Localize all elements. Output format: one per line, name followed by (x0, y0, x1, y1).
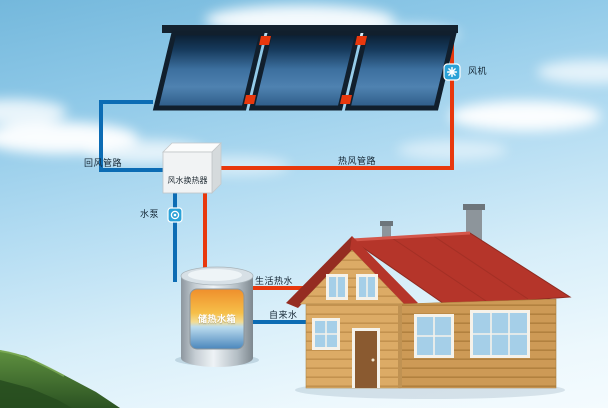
water-pump-label: 水泵 (140, 209, 160, 219)
return-air-pipe (99, 100, 168, 172)
roof-seam (391, 237, 487, 302)
pump-icon (167, 207, 183, 223)
return-air-pipe-label: 回风管路 (84, 158, 123, 168)
storage-tank-label: 储热水箱 (197, 314, 236, 324)
roof-ridge (351, 231, 471, 242)
mountain-foreground (0, 380, 72, 408)
storage-tank (175, 266, 259, 367)
tap-water-label: 自来水 (269, 310, 298, 320)
tank-bottom (181, 349, 253, 367)
solar-panel (152, 30, 266, 111)
solar-panel (344, 30, 458, 111)
chimney-cap (463, 204, 485, 210)
gable-window (326, 274, 348, 300)
front-window (312, 318, 340, 350)
tank-top-highlight (188, 269, 242, 281)
heat-exchanger-label: 风水换热器 (167, 176, 208, 185)
roof-vent (382, 224, 391, 242)
chimney (466, 208, 482, 240)
roof-gable-right (350, 236, 418, 308)
domestic-hot-water-label: 生活热水 (255, 276, 294, 286)
mountain (0, 350, 120, 408)
exchanger-top (162, 142, 222, 153)
roof-vent-cap (380, 221, 393, 226)
fan-label: 风机 (468, 66, 488, 76)
roof-gable-left (286, 236, 354, 308)
exchanger-front (162, 151, 213, 194)
heat-exchanger-box (162, 142, 222, 194)
house (286, 204, 572, 399)
side-window (414, 314, 454, 358)
exchanger-side (211, 142, 222, 194)
gable-window (356, 274, 378, 300)
solar-panel (248, 30, 362, 111)
panel-manifold (162, 25, 458, 33)
front-door (352, 328, 380, 388)
side-window (470, 310, 530, 358)
hot-air-pipe-label: 热风管路 (338, 156, 377, 166)
roof-seam (431, 234, 529, 300)
panel-connectors (244, 36, 367, 104)
fan-icon (443, 63, 461, 81)
corner-trim (398, 304, 402, 388)
solar-panel-array (152, 25, 458, 111)
tank-window (189, 288, 245, 350)
mountain-ridge-highlight (0, 350, 65, 377)
